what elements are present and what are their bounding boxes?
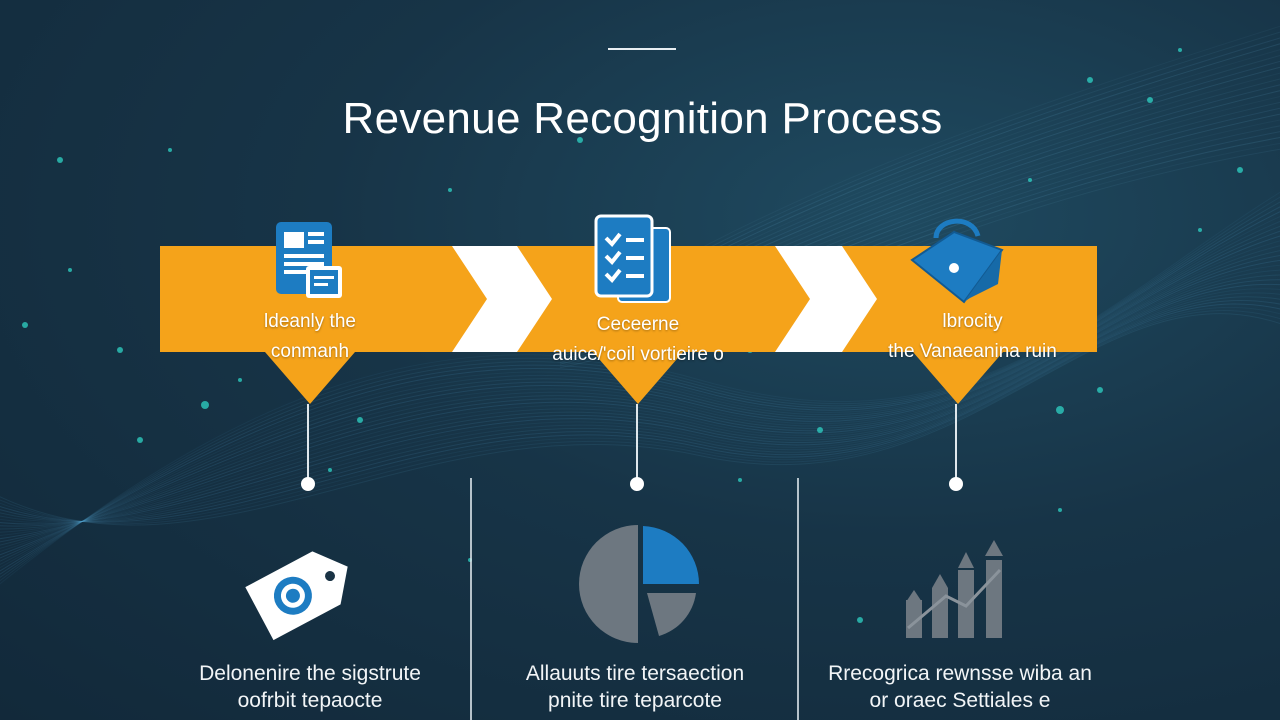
wave-line [0,240,1280,553]
wave-line [0,310,1280,525]
wave-line [0,196,1280,582]
step-1-label-line1: ldeanly the [264,311,356,332]
checklist-icon [594,214,671,303]
particle [1028,178,1032,182]
pie-chart-icon [579,525,699,643]
wave-line [0,292,1280,523]
particle [201,401,209,409]
step-3-label-line1: lbrocity [942,311,1003,332]
connector-dot-2 [630,477,644,491]
wave-line [0,274,1280,530]
connectors [307,404,957,478]
step-3-chevron [842,246,1097,404]
step-3-label-line2: the Vanaeanina ruin [888,341,1057,362]
column-3-text: Rrecogrica rewnsse wiba an or oraec Sett… [810,660,1110,714]
wave-line [0,313,1280,526]
particle [577,137,583,143]
step-3-label: lbrocity the Vanaeanina ruin [850,307,1095,367]
particle [857,617,863,623]
step-2-label-line2: auice/'coil vortieire o [552,344,724,365]
connector-dot-1 [301,477,315,491]
wave-line [0,284,1280,525]
particle [448,188,452,192]
column-divider-2 [797,478,799,720]
title-rule [608,48,676,50]
column-1-text: Delonenire the sigstrute oofrbit tepaoct… [160,660,460,714]
column-3-line2: or oraec Settiales e [869,689,1051,712]
column-1-line1: Delonenire the sigstrute [199,662,421,685]
column-3-line1: Rrecogrica rewnsse wiba an [828,662,1092,685]
wave-line [0,269,1280,533]
wave-line [0,220,1280,566]
column-2-line2: pnite tire teparcote [548,689,722,712]
growth-chart-icon [906,540,1003,638]
column-1-line2: oofrbit tepaocte [237,689,383,712]
wave-line [0,211,1280,572]
wave-line [0,259,1280,540]
particle [57,157,63,163]
shopping-bag-icon [910,218,1004,304]
wave-line [0,245,1280,549]
wave-line [0,201,1280,578]
wave-line [0,279,1280,527]
wave-line [0,307,1280,524]
wave-line [0,303,1280,523]
step-1-label-line2: conmanh [270,341,350,362]
step-2-label-line1: Ceceerne [596,314,680,335]
particle [357,417,363,423]
particle [137,437,143,443]
particle [1097,387,1103,393]
particle [738,478,742,482]
wave-line [0,296,1280,522]
particle [1058,508,1062,512]
particle [1056,406,1064,414]
wave-line [0,230,1280,559]
wave-lines [0,25,1280,585]
column-2-text: Allauuts tire tersaection pnite tire tep… [485,660,785,714]
connector-dot-3 [949,477,963,491]
wave-line [0,235,1280,556]
wave-line [0,250,1280,546]
page-title: Revenue Recognition Process [342,94,943,143]
wave-line [0,216,1280,569]
particle [22,322,28,328]
process-band [160,246,1097,404]
wave-line [0,254,1280,543]
wave-line [0,264,1280,536]
wave-line [0,191,1280,585]
particle [1178,48,1182,52]
particle [117,347,123,353]
column-divider-1 [470,478,472,720]
step-2-label: Ceceerne auice/'coil vortieire o [508,310,768,370]
step-2-chevron [517,246,813,404]
step-1-chevron [160,246,490,404]
particle [1198,228,1202,232]
column-2-line1: Allauuts tire tersaection [525,662,745,685]
step-1-label: ldeanly the conmanh [210,307,410,367]
wave-line [0,206,1280,575]
wave-line [0,225,1280,562]
price-tag-icon [245,551,348,641]
particle [68,268,72,272]
wave-line [0,288,1280,524]
particle [238,378,242,382]
separator-arrow-1 [452,246,555,352]
particle [1087,77,1093,83]
particle [1237,167,1243,173]
particle [328,468,332,472]
wave-line [0,299,1280,523]
particle [817,427,823,433]
particle [1147,97,1153,103]
separator-arrow-2 [775,246,880,352]
document-icon [276,222,342,298]
particle [168,148,172,152]
